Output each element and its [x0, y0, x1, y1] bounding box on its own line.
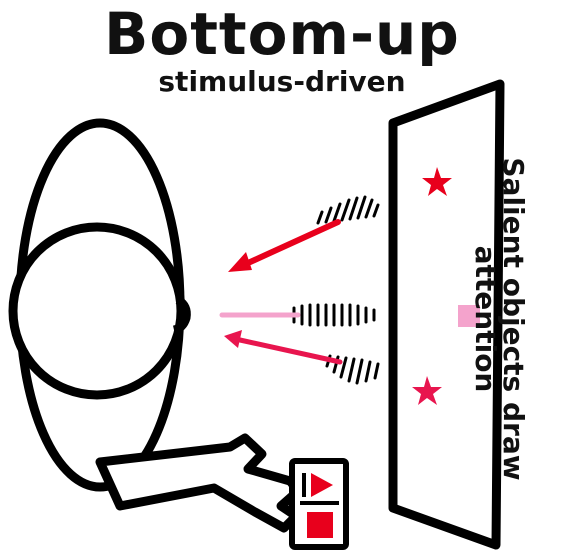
- emanation-lines-middle: [294, 305, 374, 325]
- magenta-arrow: [224, 330, 340, 362]
- red-arrow: [228, 222, 338, 272]
- side-caption: Salient objects draw attention: [471, 134, 527, 504]
- emanation-lines-top: [318, 197, 378, 223]
- head-icon: [13, 123, 186, 487]
- side-caption-line-2: attention: [471, 134, 499, 504]
- stop-button-icon: [307, 512, 333, 538]
- side-caption-line-1: Salient objects draw: [499, 134, 527, 504]
- remote-control-icon: [292, 461, 346, 547]
